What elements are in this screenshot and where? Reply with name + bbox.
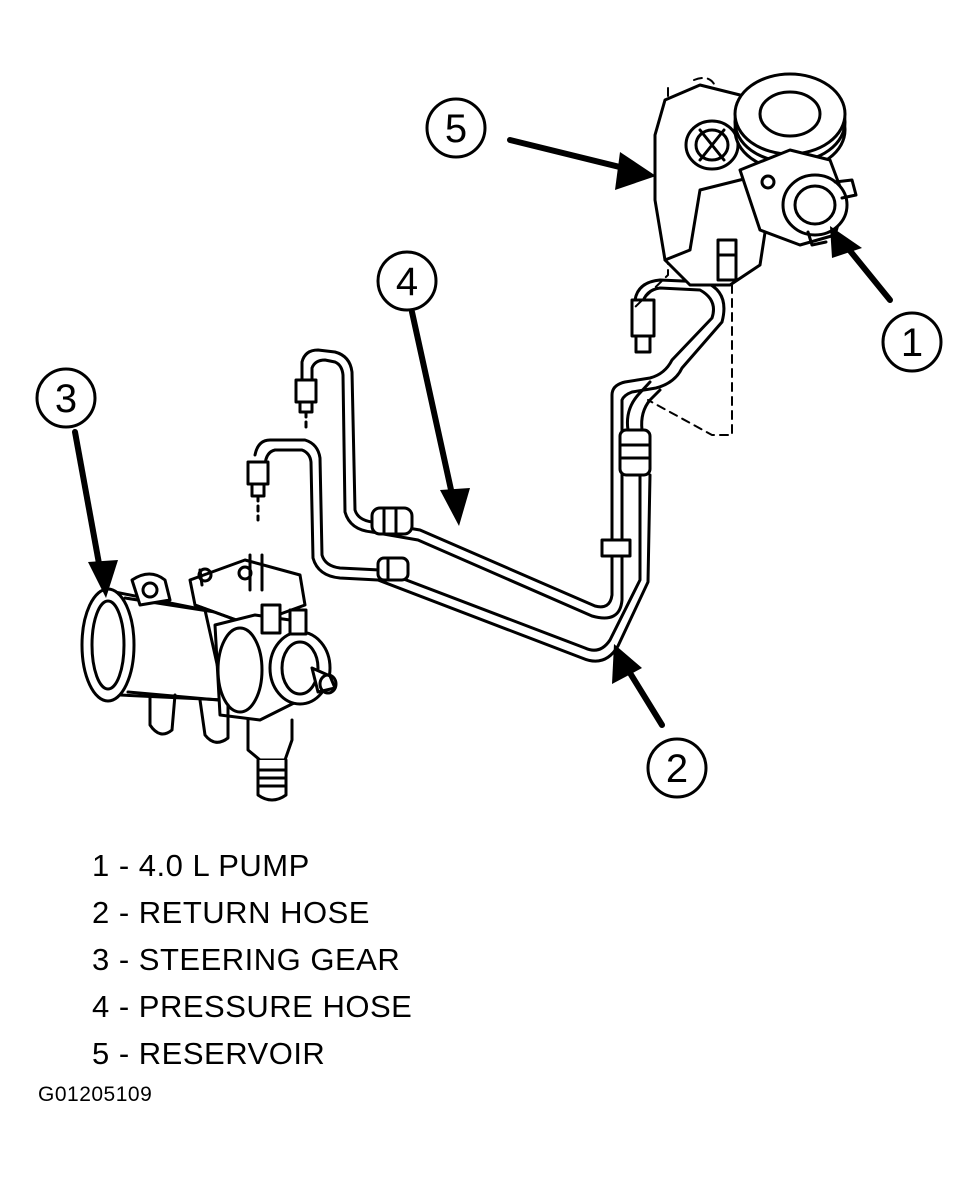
callout-circle-5 bbox=[425, 97, 487, 159]
legend-item-reservoir: 5 - RESERVOIR bbox=[92, 1036, 326, 1071]
steering-gear bbox=[80, 553, 338, 802]
pressure-hose bbox=[294, 278, 726, 620]
callout-label-5: 5 bbox=[445, 107, 467, 151]
callout-circle-1 bbox=[881, 311, 943, 373]
power-steering-diagram: 5 1 4 3 2 bbox=[35, 72, 943, 802]
legend: 1 - 4.0 L PUMP 2 - RETURN HOSE 3 - STEER… bbox=[92, 842, 412, 1077]
arrow-to-pressure-hose bbox=[409, 309, 458, 511]
return-hose bbox=[246, 380, 662, 663]
arrow-to-steering-gear bbox=[72, 429, 105, 583]
arrowhead-reservoir bbox=[615, 152, 656, 190]
figure-id: G01205109 bbox=[38, 1083, 153, 1106]
arrowhead-return-hose bbox=[612, 644, 642, 684]
arrowhead-steering-gear bbox=[88, 560, 118, 598]
legend-item-pressure-hose: 4 - PRESSURE HOSE bbox=[92, 989, 413, 1024]
callout-label-3: 3 bbox=[55, 377, 77, 421]
legend-item-steering-gear: 3 - STEERING GEAR bbox=[92, 942, 401, 977]
arrowhead-pump bbox=[830, 226, 862, 258]
legend-item-return-hose: 2 - RETURN HOSE bbox=[92, 895, 370, 930]
power-steering-pump bbox=[733, 72, 858, 247]
callout-circle-4 bbox=[376, 250, 438, 312]
callout-label-1: 1 bbox=[901, 321, 923, 365]
callout-label-4: 4 bbox=[396, 260, 418, 304]
legend-item-pump: 1 - 4.0 L PUMP bbox=[92, 848, 310, 883]
callout-circle-3 bbox=[35, 367, 97, 429]
callout-circle-2 bbox=[646, 737, 708, 799]
callout-label-2: 2 bbox=[666, 747, 688, 791]
arrowhead-pressure-hose bbox=[440, 488, 470, 526]
